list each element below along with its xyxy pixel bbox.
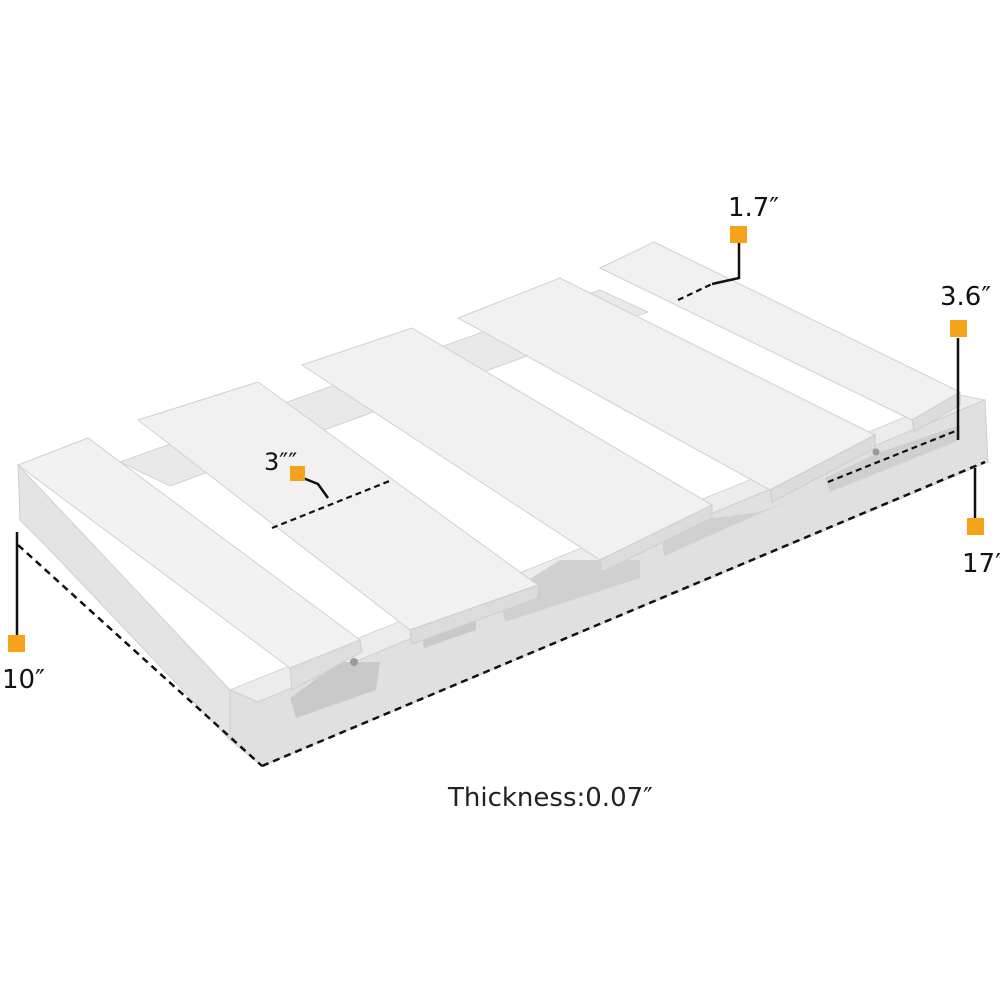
slat-5-side <box>911 391 961 433</box>
label-length: 17″ <box>962 549 1000 579</box>
gap-leader <box>711 240 741 286</box>
marker-width <box>8 635 25 652</box>
pallet-slats <box>16 241 962 691</box>
label-height: 3.6″ <box>940 282 991 312</box>
left-end-block <box>17 463 231 742</box>
width-dashed-line <box>17 544 263 767</box>
marker-slat-width <box>290 466 305 481</box>
notch-4 <box>662 500 790 556</box>
slat-2-side <box>409 584 539 645</box>
gap-dashed-line <box>677 283 713 301</box>
slat-1-side <box>289 639 363 691</box>
length-dashed-line <box>261 460 986 768</box>
notch-5 <box>825 425 960 492</box>
slat-3-side <box>599 504 713 573</box>
screw-hole-2 <box>872 448 880 456</box>
dimension-lines <box>15 240 986 768</box>
label-width: 10″ <box>2 665 45 695</box>
slat-width-dashed-line <box>271 478 393 530</box>
label-thickness: Thickness:0.07″ <box>447 783 653 813</box>
height-dashed-line <box>827 428 959 484</box>
notch-1 <box>290 662 380 718</box>
marker-gap <box>730 226 747 243</box>
screw-hole-1 <box>350 658 358 666</box>
notch-3 <box>500 560 640 622</box>
marker-length <box>967 518 984 535</box>
label-slat-gap: 1.7″ <box>728 193 779 223</box>
slat-4-side <box>769 434 876 503</box>
marker-height <box>950 320 967 337</box>
dimension-markers <box>8 226 984 652</box>
label-slat-width: 3″″ <box>264 448 297 476</box>
dimension-labels: 1.7″ 3.6″ 3″″ 17″ 10″ Thickness:0.07″ <box>2 193 1000 813</box>
